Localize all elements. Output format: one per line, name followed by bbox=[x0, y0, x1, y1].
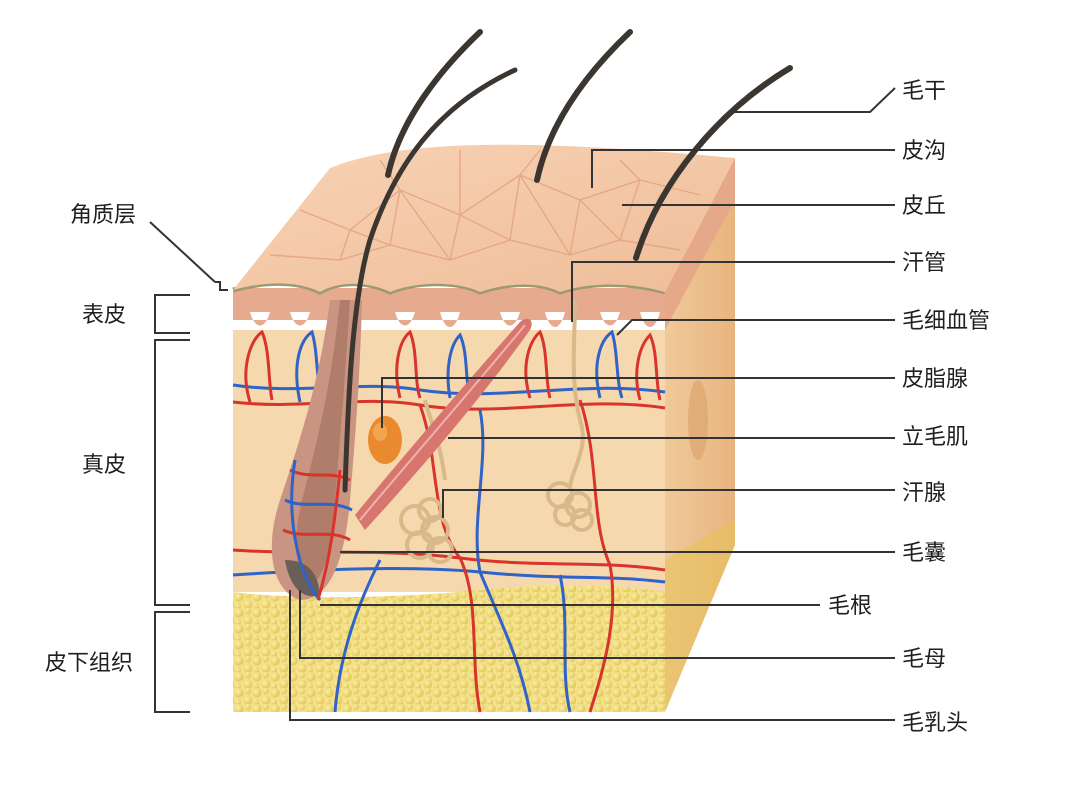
sebaceous-gland-shape bbox=[368, 416, 402, 464]
label-stratum-corneum: 角质层 bbox=[70, 203, 136, 228]
blood-vessel-network bbox=[232, 329, 666, 713]
leader-lines bbox=[289, 87, 896, 721]
block-side-face bbox=[665, 158, 735, 712]
label-hair-matrix: 毛母 bbox=[902, 647, 946, 672]
layer-brackets bbox=[149, 221, 228, 713]
hair-follicle-shape bbox=[271, 300, 362, 602]
label-hair-shaft: 毛干 bbox=[902, 79, 946, 104]
label-sweat-gland: 汗腺 bbox=[902, 481, 946, 506]
label-subcutaneous-tissue: 皮下组织 bbox=[45, 651, 133, 676]
label-hair-papilla: 毛乳头 bbox=[902, 711, 968, 736]
skin-surface-top bbox=[233, 144, 735, 292]
label-capillary: 毛细血管 bbox=[902, 309, 990, 334]
label-sebaceous-gland: 皮脂腺 bbox=[902, 367, 968, 392]
label-skin-groove: 皮沟 bbox=[902, 139, 946, 164]
label-skin-ridge: 皮丘 bbox=[902, 194, 946, 219]
label-dermis: 真皮 bbox=[82, 453, 126, 478]
label-hair-follicle: 毛囊 bbox=[902, 541, 946, 566]
epidermis-layer bbox=[232, 281, 666, 327]
label-epidermis: 表皮 bbox=[82, 303, 126, 328]
sweat-gland-structures bbox=[399, 299, 594, 564]
label-arrector-pili: 立毛肌 bbox=[902, 425, 968, 450]
label-sweat-duct: 汗管 bbox=[902, 251, 946, 276]
arrector-pili-muscle-shape bbox=[355, 318, 532, 530]
label-hair-root: 毛根 bbox=[828, 594, 872, 619]
subcutaneous-fat-layer bbox=[233, 585, 665, 712]
